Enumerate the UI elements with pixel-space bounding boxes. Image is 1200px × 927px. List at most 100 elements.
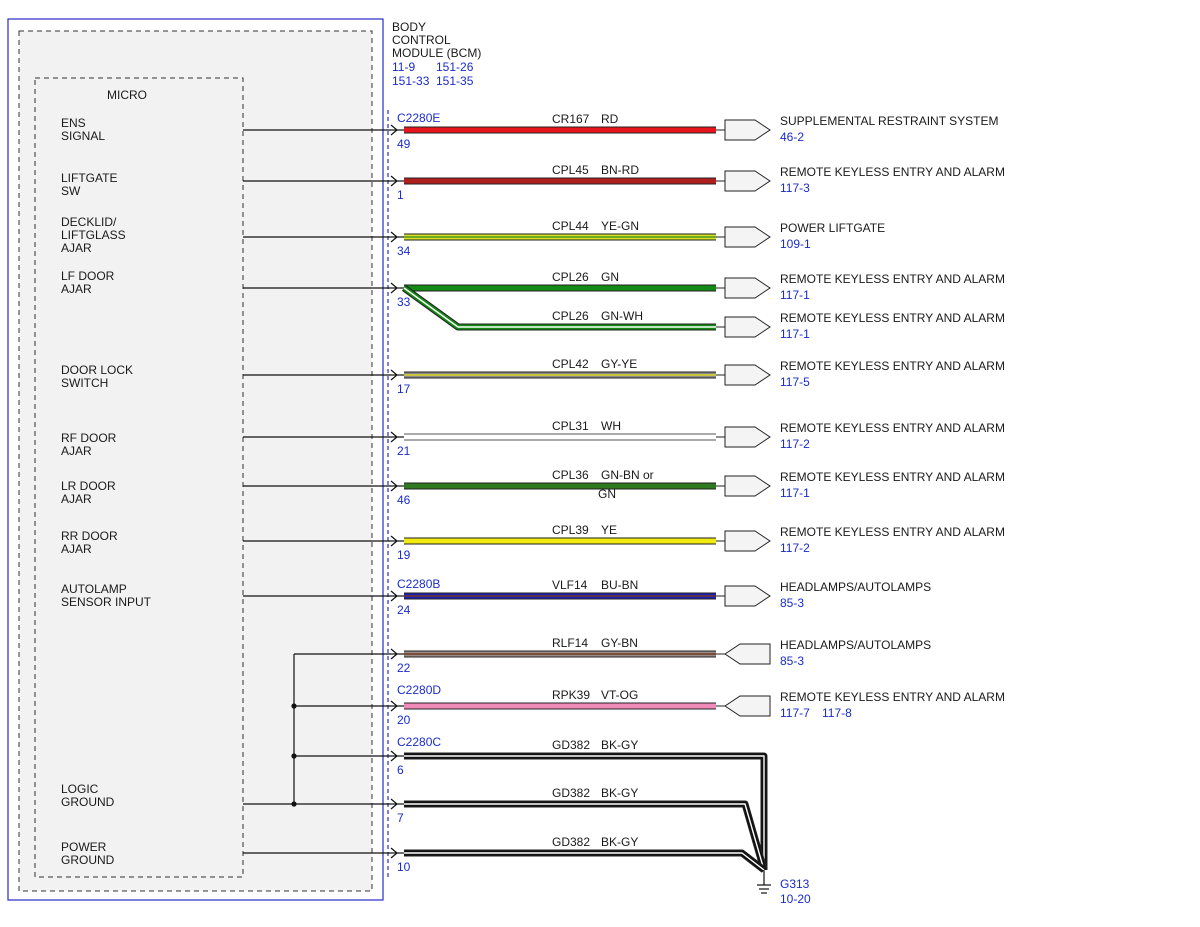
input-label: AJAR [61,282,92,296]
destination-ref[interactable]: 109-1 [780,237,811,251]
destination-label: REMOTE KEYLESS ENTRY AND ALARM [780,165,1005,179]
input-label: SIGNAL [61,129,105,143]
destination-ref[interactable]: 117-1 [780,327,810,341]
circuit-id: RLF14 [552,636,588,650]
connector-terminal[interactable] [724,277,771,299]
input-label: AUTOLAMP [61,582,127,596]
connector-terminal[interactable] [724,695,771,717]
circuit-id: CPL44 [552,219,589,233]
pin-number[interactable]: 22 [397,661,411,675]
circuit-id: CR167 [552,112,590,126]
destination-ref[interactable]: 117-2 [780,541,810,555]
destination-label: REMOTE KEYLESS ENTRY AND ALARM [780,421,1005,435]
pin-number[interactable]: 46 [397,493,411,507]
destination-ref[interactable]: 117-1 [780,288,810,302]
connector-terminal[interactable] [724,475,771,497]
input-label: DOOR LOCK [61,363,133,377]
destination-ref[interactable]: 117-1 [780,486,810,500]
input-label: LIFTGATE [61,171,117,185]
pin-number[interactable]: 6 [397,763,404,777]
wire-color-code: RD [601,112,619,126]
circuit-id: CPL39 [552,523,589,537]
destination-ref[interactable]: 85-3 [780,654,804,668]
wire-color-code: BK-GY [601,738,638,752]
destination-ref[interactable]: 117-7 [780,706,810,720]
circuit-id: GD382 [552,786,590,800]
module-ref[interactable]: 151-35 [436,74,474,88]
pin-number[interactable]: 20 [397,713,411,727]
wire-color-code: GN [598,487,616,501]
circuit-id: RPK39 [552,688,590,702]
connector-terminal[interactable] [724,643,771,665]
connector-label[interactable]: C2280B [397,577,440,591]
input-label: AJAR [61,241,92,255]
connector-terminal[interactable] [724,226,771,248]
module-title-3: MODULE (BCM) [392,46,481,60]
input-label: LR DOOR [61,479,116,493]
destination-ref[interactable]: 117-8 [822,706,852,720]
input-label: RR DOOR [61,529,118,543]
circuit-id: CPL42 [552,357,589,371]
input-label: POWER [61,840,107,854]
input-label: AJAR [61,444,92,458]
destination-label: REMOTE KEYLESS ENTRY AND ALARM [780,272,1005,286]
pin-number[interactable]: 24 [397,603,411,617]
destination-label: SUPPLEMENTAL RESTRAINT SYSTEM [780,114,999,128]
input-label: SW [61,184,81,198]
input-labels: ENSSIGNALLIFTGATESWDECKLID/LIFTGLASSAJAR… [61,116,152,867]
splice-dot [291,753,297,759]
module-ref[interactable]: 151-26 [436,60,474,74]
wire-color-code: BK-GY [601,835,638,849]
pin-number[interactable]: 17 [397,382,411,396]
pin-number[interactable]: 7 [397,811,404,825]
pin-number[interactable]: 10 [397,860,411,874]
wires: CR167 RD 49 SUPPLEMENTAL RESTRAINT SYSTEM 46… [390,112,1005,874]
destination-ref[interactable]: 117-3 [780,181,810,195]
wire-color-code: YE [601,523,617,537]
pin-number[interactable]: 21 [397,444,411,458]
module-title-2: CONTROL [392,33,451,47]
connector-terminal[interactable] [724,364,771,386]
connector-terminal[interactable] [724,316,771,338]
ground-label[interactable]: G313 [780,877,810,891]
wire-color-code: GY-YE [601,357,637,371]
wire-color-code: BK-GY [601,786,638,800]
wire-color-code: GY-BN [601,636,638,650]
circuit-id: GD382 [552,738,590,752]
pin-number[interactable]: 49 [397,137,411,151]
pin-number[interactable]: 19 [397,548,411,562]
connector-terminal[interactable] [724,426,771,448]
destination-ref[interactable]: 117-2 [780,437,810,451]
input-label: GROUND [61,853,115,867]
splice-dot [291,703,297,709]
wire-color-code: GN-BN or [601,468,654,482]
pin-number[interactable]: 33 [397,295,411,309]
input-label: LF DOOR [61,269,115,283]
connector-terminal[interactable] [724,585,771,607]
circuit-id: GD382 [552,835,590,849]
destination-label: REMOTE KEYLESS ENTRY AND ALARM [780,311,1005,325]
wire-gd382-outline [404,849,767,873]
wire-gd382-stripe [404,852,765,871]
circuit-id: CPL31 [552,419,589,433]
wire-color-code: VT-OG [601,688,638,702]
connector-label[interactable]: C2280C [397,735,441,749]
connector-label[interactable]: C2280D [397,683,441,697]
pin-number[interactable]: 1 [397,188,404,202]
connector-terminal[interactable] [724,170,771,192]
connector-label[interactable]: C2280E [397,111,440,125]
module-ref[interactable]: 151-33 [392,74,430,88]
destination-label: REMOTE KEYLESS ENTRY AND ALARM [780,470,1005,484]
wire-color-code: GN-WH [601,309,643,323]
ground-ref[interactable]: 10-20 [780,892,811,906]
destination-ref[interactable]: 85-3 [780,596,804,610]
module-ref[interactable]: 11-9 [392,60,415,74]
connector-terminal[interactable] [724,530,771,552]
connector-terminal[interactable] [724,119,771,141]
destination-ref[interactable]: 46-2 [780,130,804,144]
input-label: ENS [61,116,86,130]
input-label: SENSOR INPUT [61,595,152,609]
pin-number[interactable]: 34 [397,244,411,258]
destination-ref[interactable]: 117-5 [780,375,810,389]
